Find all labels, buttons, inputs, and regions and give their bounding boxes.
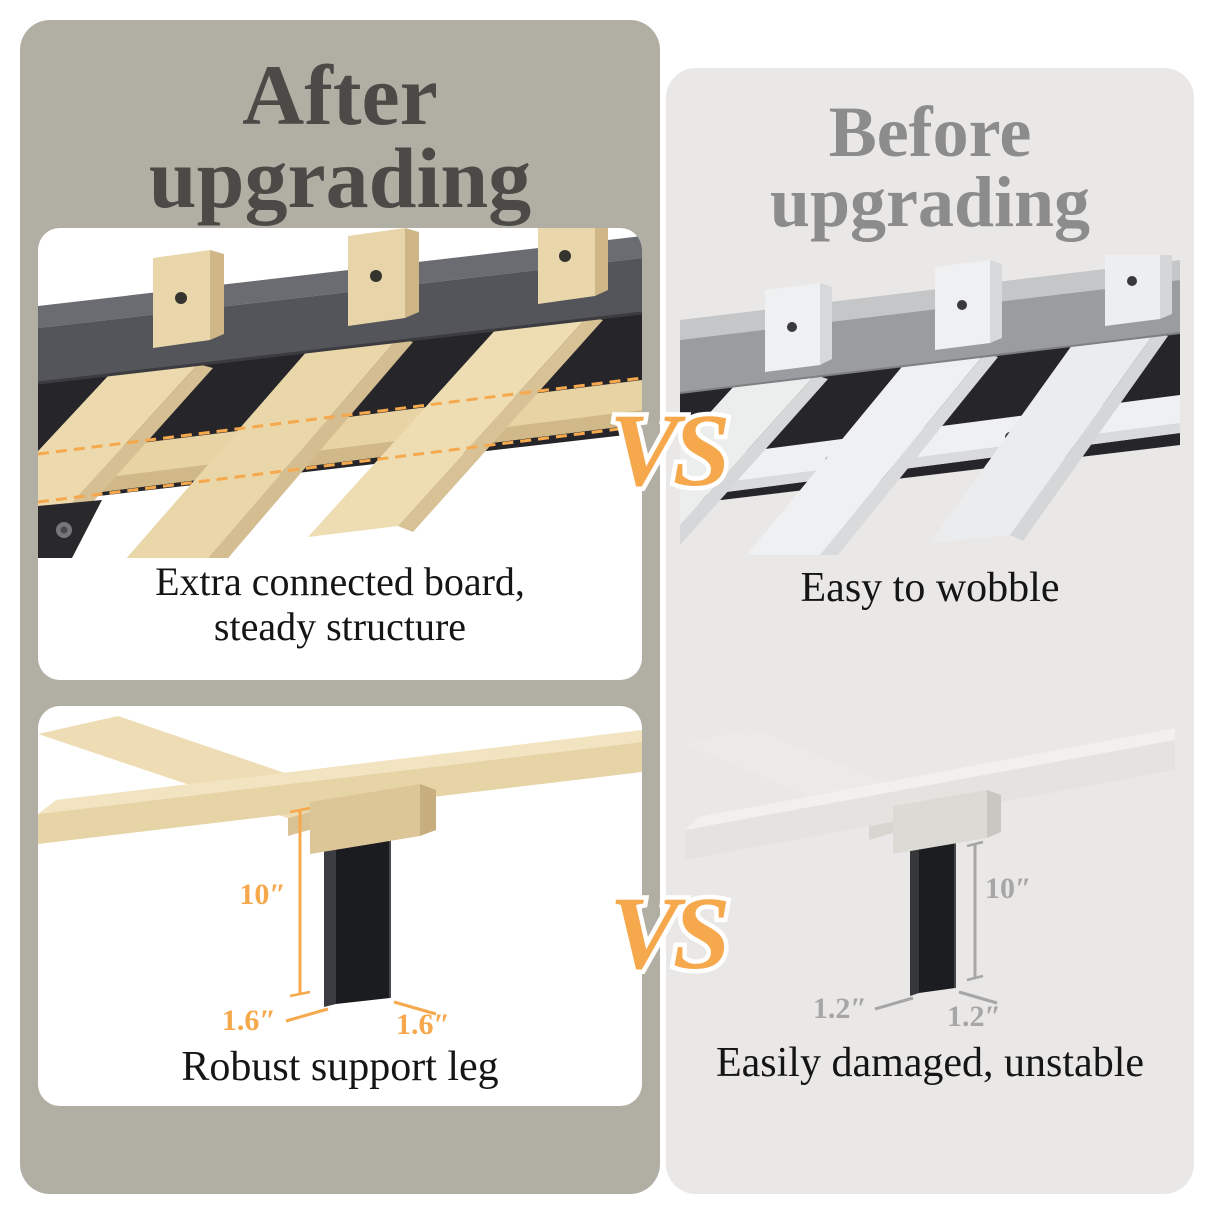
before-leg-width-label: 1.2″ [947, 1000, 1001, 1030]
after-leg-caption: Robust support leg [181, 1044, 499, 1090]
dimension-annotations [874, 840, 998, 1011]
corner-bracket [38, 500, 102, 558]
before-support-leg-illustration: 10″ 1.2″ 1.2″ [685, 728, 1175, 1030]
slat-end-blocks [153, 228, 608, 348]
joint-block [893, 790, 1001, 854]
after-title-line2: upgrading [148, 130, 532, 227]
before-bed-frame-illustration [680, 255, 1180, 555]
screw-hole [957, 300, 967, 310]
width-dimension-line [393, 1000, 437, 1016]
before-title-line2: upgrading [769, 161, 1091, 242]
vs-icon: VS [605, 872, 737, 996]
after-panel: After upgrading [20, 20, 660, 1194]
joint-block [310, 784, 436, 854]
after-leg-width-label: 1.6″ [396, 1008, 450, 1036]
after-leg-card: 10″ 1.6″ 1.6″ Robust support leg [38, 706, 642, 1106]
wood-slats [680, 332, 1168, 555]
after-bed-frame-illustration [38, 228, 642, 558]
support-leg [324, 828, 391, 1007]
screw-hole [559, 250, 571, 262]
before-board-section: Easy to wobble [666, 255, 1194, 612]
screw-hole [1127, 276, 1137, 286]
before-title-line1: Before [828, 92, 1032, 172]
vs-badge-bottom: VS [582, 868, 752, 998]
after-board-caption: Extra connected board, steady structure [38, 559, 642, 650]
after-title-line1: After [242, 47, 438, 143]
after-leg-depth-label: 1.6″ [222, 1004, 276, 1036]
before-leg-depth-label: 1.2″ [813, 992, 867, 1025]
before-title: Before upgrading [666, 92, 1194, 242]
before-board-caption: Easy to wobble [800, 565, 1060, 611]
after-board-card: Extra connected board, steady structure [38, 228, 642, 680]
depth-dimension-line [874, 996, 914, 1011]
screw-hole [787, 322, 797, 332]
after-leg-height-label: 10″ [239, 878, 286, 911]
before-leg-caption: Easily damaged, unstable [715, 1040, 1145, 1086]
dimension-annotations [285, 806, 437, 1023]
before-panel: Before upgrading [666, 68, 1194, 1194]
wood-slats [38, 316, 603, 558]
vs-top-label: VS [609, 393, 726, 508]
wood-beam [38, 730, 642, 844]
vs-bottom-label: VS [609, 876, 726, 991]
width-dimension-line [958, 990, 998, 1005]
after-board-caption-line1: Extra connected board, [155, 559, 525, 604]
screw-hole [370, 270, 382, 282]
before-leg-section: 10″ 1.2″ 1.2″ Easily damaged, unstable [666, 700, 1194, 1087]
before-leg-height-label: 10″ [985, 872, 1032, 905]
vs-badge-top: VS [582, 385, 752, 515]
support-leg [910, 834, 956, 996]
screw-hole [175, 292, 187, 304]
after-board-caption-line2: steady structure [213, 603, 467, 649]
depth-dimension-line [285, 1007, 329, 1023]
highlight-dashes [38, 376, 642, 504]
after-support-leg-illustration: 10″ 1.6″ 1.6″ [38, 716, 642, 1036]
after-title: After upgrading [20, 47, 660, 227]
slat-end-blocks [765, 255, 1172, 372]
vs-icon: VS [605, 389, 737, 513]
